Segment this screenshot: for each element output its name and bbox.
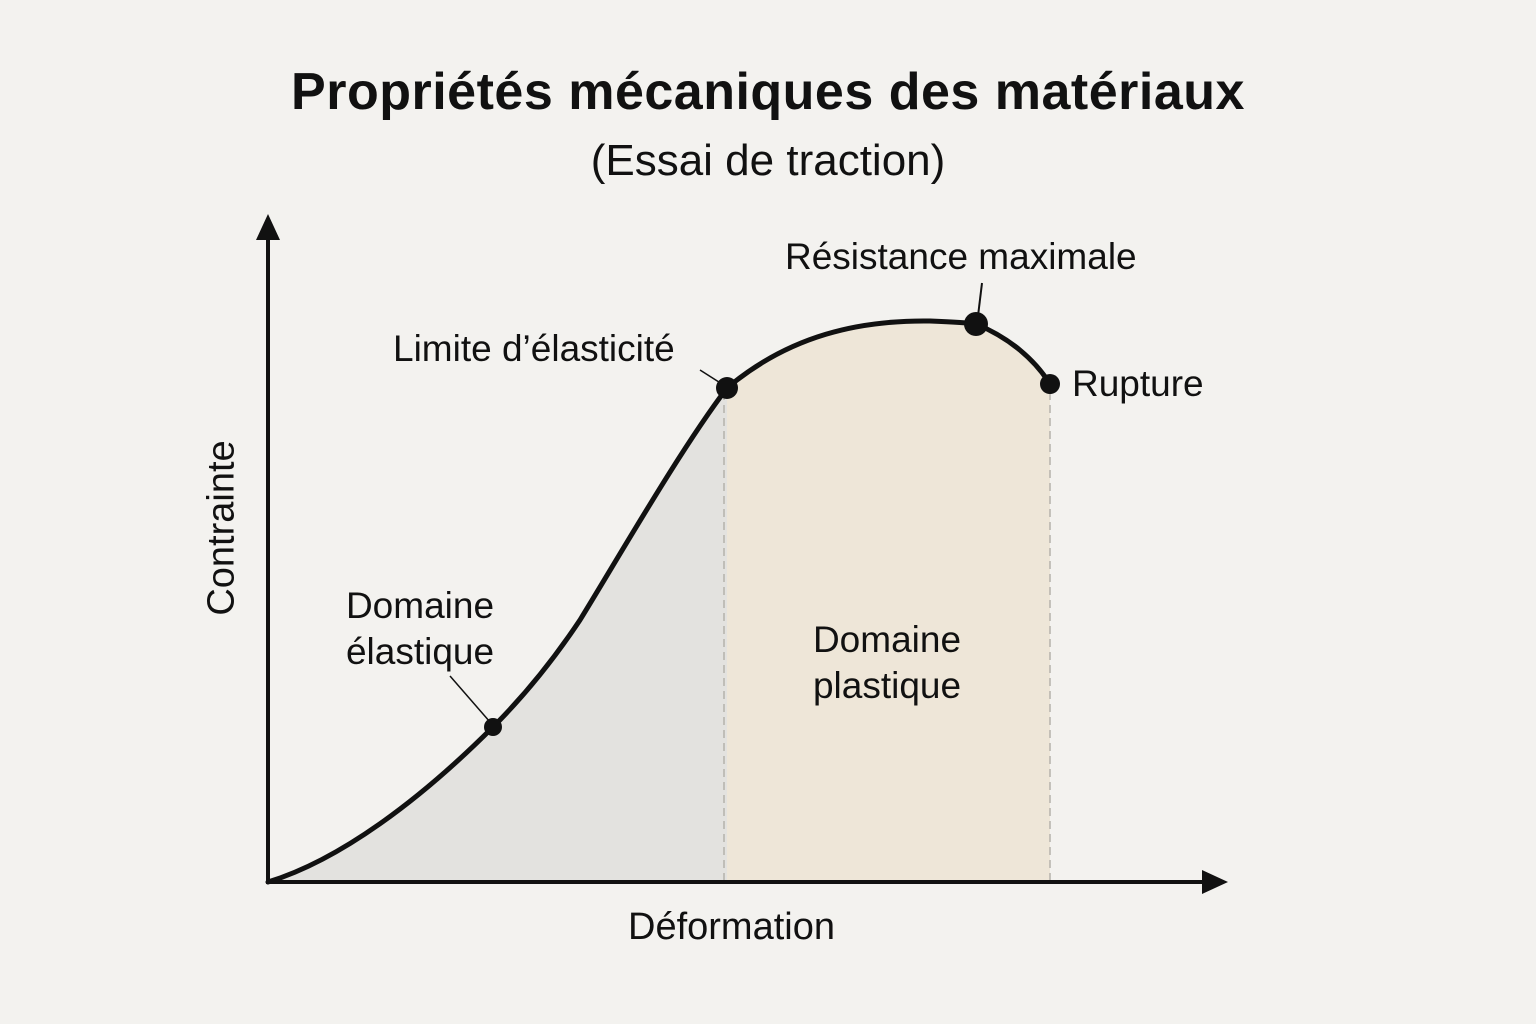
elastic-domain-line1: Domaine: [345, 585, 495, 626]
x-axis-arrow-icon: [1202, 870, 1228, 894]
elastic-domain-leader: [449, 675, 491, 723]
plastic-domain-line2: plastique: [812, 665, 962, 706]
elastic-limit-point: [716, 377, 738, 399]
rupture-label: Rupture: [1072, 363, 1204, 404]
elastic-region: [268, 388, 727, 882]
ultimate-strength-leader: [977, 282, 983, 317]
y-axis-arrow-icon: [256, 214, 280, 240]
diagram-title: Propriétés mécaniques des matériaux: [291, 63, 1245, 121]
elastic-limit-label: Limite d’élasticité: [393, 328, 675, 369]
ultimate-strength-label: Résistance maximale: [785, 236, 1137, 277]
rupture-point: [1040, 374, 1060, 394]
elastic-domain-label: Domaine élastique: [330, 583, 510, 675]
y-axis-label: Contrainte: [200, 440, 243, 616]
elastic-domain-line2: élastique: [345, 631, 495, 672]
diagram-subtitle: (Essai de traction): [590, 136, 946, 185]
plastic-region: [727, 320, 1050, 883]
plastic-domain-line1: Domaine: [812, 619, 962, 660]
plastic-domain-label: Domaine plastique: [787, 617, 987, 709]
x-axis-label: Déformation: [628, 906, 835, 948]
ultimate-strength-point: [964, 312, 988, 336]
elastic-domain-point: [484, 718, 502, 736]
